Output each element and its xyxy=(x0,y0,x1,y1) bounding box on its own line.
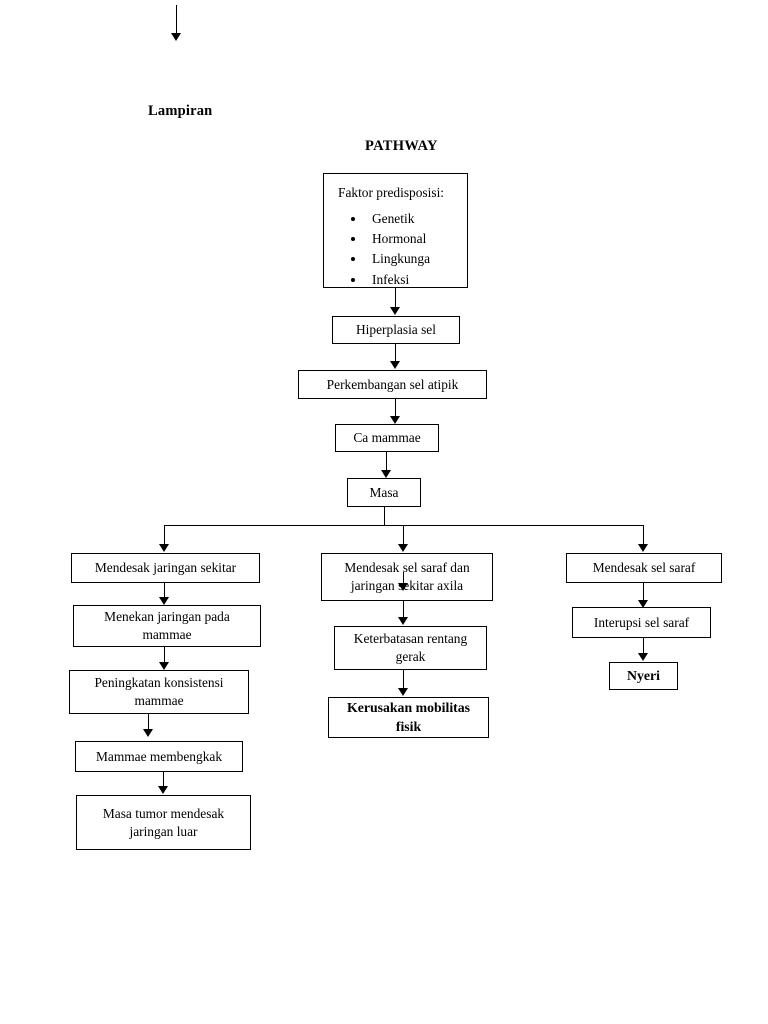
edge-predisposisi-hiperplasia-line xyxy=(395,288,397,309)
predisposisi-list: Genetik Hormonal Lingkunga Infeksi xyxy=(336,209,457,291)
split-branch-middle-line xyxy=(403,525,405,546)
node-keterbatasan-rentang-gerak: Keterbatasan rentang gerak xyxy=(334,626,487,670)
node-faktor-predisposisi: Faktor predisposisi: Genetik Hormonal Li… xyxy=(323,173,468,288)
edge-left4-left5-head xyxy=(158,786,168,794)
node-perkembangan-sel-atipik: Perkembangan sel atipik xyxy=(298,370,487,399)
split-branch-left-head xyxy=(159,544,169,552)
stray-overlap-arrow-line xyxy=(403,572,405,586)
node-hiperplasia-sel: Hiperplasia sel xyxy=(332,316,460,344)
list-item: Lingkunga xyxy=(366,249,457,269)
top-stray-arrow-line xyxy=(176,5,178,35)
edge-right2-right3-head xyxy=(638,653,648,661)
edge-left3-left4-head xyxy=(143,729,153,737)
edge-mid2-mid3-line xyxy=(403,670,405,689)
edge-predisposisi-hiperplasia-head xyxy=(390,307,400,315)
page-title: PATHWAY xyxy=(365,138,438,154)
edge-right1-right2-head xyxy=(638,600,648,608)
edge-left3-left4-line xyxy=(148,714,150,731)
stray-overlap-arrow-head xyxy=(398,583,408,591)
split-branch-right-line xyxy=(643,525,645,546)
predisposisi-title: Faktor predisposisi: xyxy=(338,185,445,200)
list-item: Infeksi xyxy=(366,270,457,290)
node-ca-mammae: Ca mammae xyxy=(335,424,439,452)
edge-left1-left2-line xyxy=(164,583,166,599)
split-stem xyxy=(384,507,386,526)
edge-perkembangan-camammae-head xyxy=(390,416,400,424)
edge-right1-right2-line xyxy=(643,583,645,602)
node-kerusakan-mobilitas-fisik: Kerusakan mobilitas fisik xyxy=(328,697,489,738)
node-masa: Masa xyxy=(347,478,421,507)
top-stray-arrow-head xyxy=(171,33,181,41)
split-branch-middle-head xyxy=(398,544,408,552)
node-nyeri: Nyeri xyxy=(609,662,678,690)
node-mendesak-sel-saraf-dan-jaringan-sekitar-axila: Mendesak sel saraf dan jaringan sekitar … xyxy=(321,553,493,601)
node-masa-tumor-mendesak-jaringan-luar: Masa tumor mendesak jaringan luar xyxy=(76,795,251,850)
lampiran-label: Lampiran xyxy=(148,103,213,119)
split-branch-left-line xyxy=(164,525,166,546)
edge-perkembangan-camammae-line xyxy=(395,399,397,418)
edge-left2-left3-line xyxy=(164,647,166,664)
edge-right2-right3-line xyxy=(643,638,645,655)
edge-left1-left2-head xyxy=(159,597,169,605)
node-mendesak-sel-saraf: Mendesak sel saraf xyxy=(566,553,722,583)
edge-mid1-mid2-line xyxy=(403,601,405,619)
list-item: Genetik xyxy=(366,209,457,229)
list-item: Hormonal xyxy=(366,229,457,249)
node-interupsi-sel-saraf: Interupsi sel saraf xyxy=(572,607,711,638)
edge-hiperplasia-perkembangan-head xyxy=(390,361,400,369)
node-menekan-jaringan-pada-mammae: Menekan jaringan pada mammae xyxy=(73,605,261,647)
edge-left4-left5-line xyxy=(163,772,165,788)
edge-hiperplasia-perkembangan-line xyxy=(395,344,397,363)
edge-mid1-mid2-head xyxy=(398,617,408,625)
node-peningkatan-konsistensi-mammae: Peningkatan konsistensi mammae xyxy=(69,670,249,714)
edge-camammae-masa-line xyxy=(386,452,388,471)
node-mammae-membengkak: Mammae membengkak xyxy=(75,741,243,772)
edge-mid2-mid3-head xyxy=(398,688,408,696)
edge-camammae-masa-head xyxy=(381,470,391,478)
split-branch-right-head xyxy=(638,544,648,552)
node-mendesak-jaringan-sekitar: Mendesak jaringan sekitar xyxy=(71,553,260,583)
edge-left2-left3-head xyxy=(159,662,169,670)
